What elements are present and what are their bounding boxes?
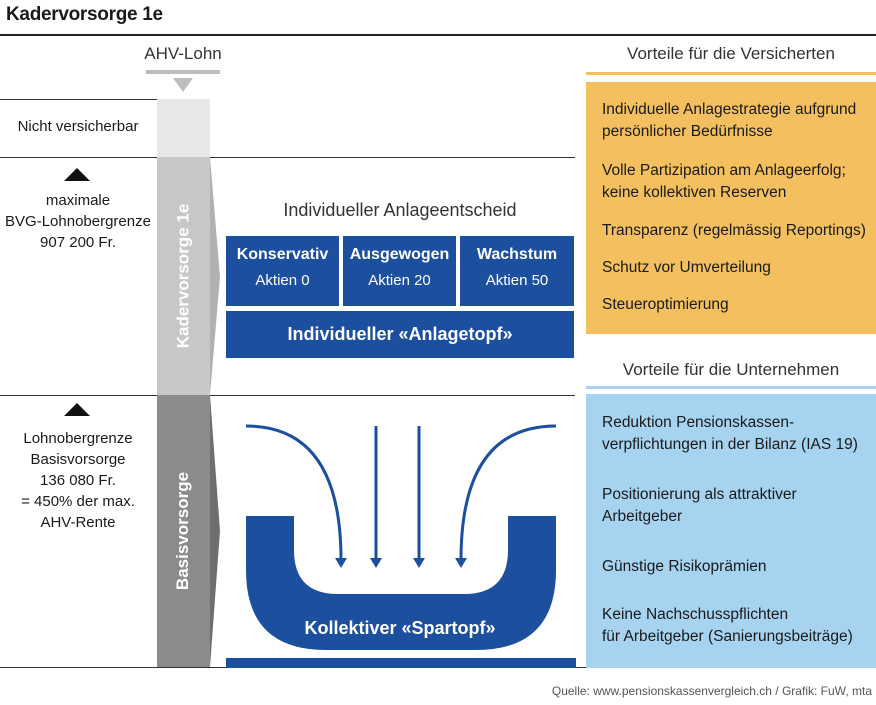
arrow-head-icon — [370, 558, 382, 568]
ahv-lohn-label: AHV-Lohn — [144, 44, 222, 63]
ahv-down-arrow-icon — [173, 78, 193, 92]
spartopf-label: Kollektiver «Spartopf» — [304, 618, 496, 638]
versicherte-item: Schutz vor Umverteilung — [602, 259, 771, 276]
bar-kadervorsorge — [157, 157, 210, 395]
basisvorsorge-vertical-label: Basisvorsorge — [173, 471, 193, 591]
unternehmen-item: Reduktion Pensionskassen-verpflichtungen… — [602, 414, 858, 453]
strategy-wachstum: Wachstum Aktien 50 — [460, 236, 574, 306]
bar-basisvorsorge — [157, 395, 210, 667]
nicht-versicherbar-label: Nicht versicherbar — [17, 118, 139, 135]
versicherte-title-rule — [586, 72, 876, 75]
bvg-lohnobergrenze-label: maximale BVG-Lohnobergrenze 907 200 Fr. — [5, 192, 151, 251]
source-note: Quelle: www.pensionskassenvergleich.ch /… — [551, 684, 872, 698]
strategy-konservativ: Konservativ Aktien 0 — [226, 236, 339, 306]
versicherte-item: Transparenz (regelmässig Reportings) — [602, 222, 866, 239]
separator-kader — [0, 157, 575, 158]
title-rule — [0, 34, 876, 36]
versicherte-item: Steueroptimierung — [602, 296, 729, 313]
bar-nicht-versicherbar — [157, 99, 210, 157]
versicherte-item: Volle Partizipation am Anlageerfolg;kein… — [602, 162, 846, 201]
arrow-head-icon — [455, 558, 467, 568]
arrow-head-icon — [413, 558, 425, 568]
spartopf-base — [226, 658, 576, 668]
bar-chevron-icon — [210, 157, 220, 667]
curved-arrow-right — [459, 424, 557, 561]
arrow-head-icon — [335, 558, 347, 568]
separator-basis — [0, 395, 575, 396]
ahv-lohn-underline — [146, 70, 220, 74]
spartopf-graphic — [226, 424, 576, 668]
chart-title: Kadervorsorge 1e — [6, 4, 163, 25]
anlageentscheid-label: Individueller Anlageentscheid — [283, 200, 517, 220]
kadervorsorge-vertical-label: Kadervorsorge 1e — [173, 203, 193, 349]
unternehmen-title: Vorteile für die Unternehmen — [622, 360, 840, 379]
spartopf-bowl — [246, 516, 556, 650]
unternehmen-panel: Reduktion Pensionskassen-verpflichtungen… — [586, 394, 876, 668]
up-triangle-icon — [64, 168, 90, 181]
up-triangle-icon — [64, 403, 90, 416]
versicherte-title: Vorteile für die Versicherten — [627, 44, 835, 63]
unternehmen-title-rule — [586, 386, 876, 389]
unternehmen-item: Günstige Risikoprämien — [602, 558, 767, 575]
lohnobergrenze-basis-label: Lohnobergrenze Basisvorsorge 136 080 Fr.… — [21, 430, 135, 531]
anlagetopf-box: Individueller «Anlagetopf» — [226, 311, 574, 358]
separator-top — [0, 99, 210, 100]
curved-arrow-left — [245, 424, 343, 561]
strategy-ausgewogen: Ausgewogen Aktien 20 — [343, 236, 456, 306]
